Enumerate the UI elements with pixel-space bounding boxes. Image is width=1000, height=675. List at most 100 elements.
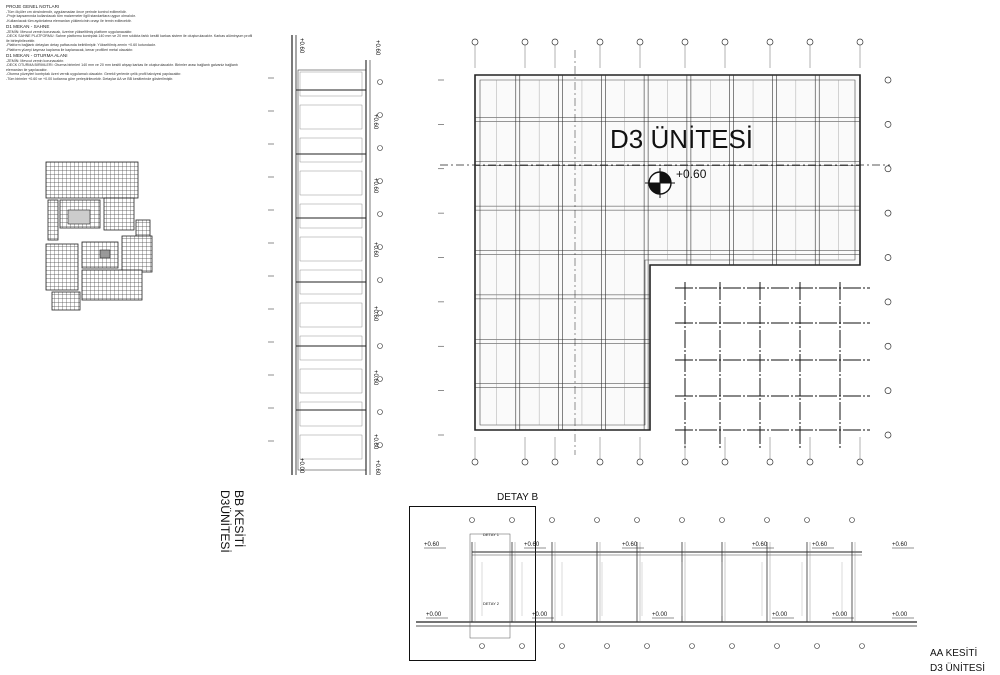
grid-bubble — [859, 643, 865, 649]
grid-bubble — [644, 643, 650, 649]
aa-level-low: +0.00 — [652, 612, 668, 618]
grid-bubble — [549, 517, 555, 523]
bb-level-label: +0.60 — [372, 434, 378, 450]
grid-bubble — [636, 458, 644, 466]
bb-frame-cell — [299, 236, 363, 262]
grid-bubble — [596, 38, 604, 46]
grid-bubble — [721, 38, 729, 46]
notes-line: -DECK OTURMA BİRİMLERİ: Oturma birimleri… — [6, 63, 238, 72]
aa-level-high: +0.60 — [424, 542, 440, 548]
grid-bubble — [471, 458, 479, 466]
section-bb-title: BB KESİTİ — [232, 490, 246, 548]
bb-frame-cell — [299, 335, 363, 361]
grid-bubble — [884, 209, 892, 217]
aa-level-high: +0.60 — [812, 542, 828, 548]
bb-frame-cell — [299, 434, 363, 460]
grid-bubble — [377, 409, 383, 415]
section-aa-subtitle: D3 ÜNİTESİ — [930, 663, 986, 674]
grid-bubble — [679, 517, 685, 523]
grid-bubble — [377, 79, 383, 85]
bb-level-label: +0.60 — [372, 242, 378, 258]
grid-bubble — [594, 517, 600, 523]
section-aa-title: AA KESİTİ — [930, 648, 978, 659]
grid-bubble — [766, 38, 774, 46]
grid-bubble — [856, 38, 864, 46]
grid-bubble — [471, 38, 479, 46]
grid-bubble — [604, 643, 610, 649]
bb-top-level: +0.60 — [374, 40, 380, 56]
bb-frame-cell — [299, 368, 363, 394]
notes-line: -Oturma yüzeyleri kontrplak üzeri vernik… — [6, 72, 182, 76]
grid-bubble — [806, 38, 814, 46]
grid-bubble — [479, 643, 485, 649]
grid-bubble — [551, 458, 559, 466]
notes-line: -Tüm ölçüler cm cinsindendir, uygulamada… — [6, 9, 127, 14]
grid-bubble — [551, 38, 559, 46]
grid-bubble — [884, 387, 892, 394]
aa-level-high: +0.60 — [752, 542, 768, 548]
grid-bubble — [806, 458, 814, 466]
bb-frame-cell — [299, 170, 363, 196]
bb-frame-cell — [299, 302, 363, 328]
grid-bubble — [377, 310, 383, 316]
bb-level-label: +0.60 — [374, 460, 380, 476]
notes-line: -Kullanılacak tüm aydınlatma elemanları … — [6, 18, 132, 23]
grid-bubble — [849, 517, 855, 523]
section-bb-drawing: +0.60 +0.60 +0.60 +0.60 +0.60 +0.60 +0.60 +0.60… — [268, 35, 383, 476]
level-marker-icon — [645, 168, 675, 198]
notes-line: -Platform yüzeyi kaymaz kaplama ile kapl… — [6, 47, 134, 52]
aa-level-high: +0.60 — [892, 542, 908, 548]
bb-level-label: +0.60 — [372, 178, 378, 194]
grid-bubble — [766, 458, 774, 466]
grid-bubble — [884, 298, 892, 306]
grid-bubble — [377, 211, 383, 217]
bb-level-label: +0.60 — [372, 306, 378, 322]
d3-unit-plan — [438, 38, 892, 466]
bb-level-label: +0.60 — [372, 370, 378, 386]
platform-inner-outline — [479, 79, 856, 426]
grid-bubble — [804, 517, 810, 523]
grid-bubble — [729, 643, 735, 649]
grid-bubble — [681, 458, 689, 466]
grid-bubble — [469, 517, 475, 523]
grid-bubble — [377, 376, 383, 382]
grid-bubble — [884, 254, 892, 261]
grid-bubble — [377, 442, 383, 448]
notes-section2-title: D1 MEKAN - OTURMA ALANI — [6, 53, 68, 58]
aa-level-high: +0.60 — [524, 542, 540, 548]
grid-bubble — [689, 643, 695, 649]
detail-tag-1: DETAY 1 — [483, 532, 500, 537]
aa-level-high: +0.60 — [622, 542, 638, 548]
grid-bubble — [377, 178, 383, 184]
notes-line: -DECK SAHNE PLATFORMU: Sahne platformu k… — [6, 34, 253, 43]
grid-bubble — [377, 145, 383, 151]
aa-level-low: +0.00 — [832, 612, 848, 618]
grid-bubble — [884, 165, 892, 173]
grid-bubble — [636, 38, 644, 46]
bb-frame-cell — [299, 71, 363, 97]
bb-top-level: +0.60 — [298, 38, 304, 54]
grid-bubble — [596, 458, 604, 466]
bb-bottom-level: +0.00 — [298, 458, 304, 474]
section-bb-subtitle: D3ÜNİTESİ — [218, 490, 232, 553]
bb-frame-cell — [299, 137, 363, 163]
grid-bubble — [377, 244, 383, 250]
grid-bubble — [521, 38, 529, 46]
notes-section1-title: D1 MEKAN - SAHNE — [6, 24, 50, 29]
detail-tag-2: DETAY 2 — [483, 601, 500, 606]
grid-bubble — [377, 343, 383, 349]
grid-bubble — [721, 458, 729, 466]
grid-bubble — [884, 342, 892, 350]
grid-bubble — [764, 517, 770, 523]
aa-level-low: +0.00 — [772, 612, 788, 618]
grid-bubble — [774, 643, 780, 649]
key-plan — [45, 161, 153, 311]
grid-bubble — [377, 277, 383, 283]
grid-bubble — [884, 76, 892, 84]
aa-level-low: +0.00 — [532, 612, 548, 618]
notes-line: -ZEMİN: Mevcut zemin korunacaktır. — [6, 58, 65, 63]
notes-line: -Proje kapsamında kullanılacak tüm malze… — [6, 14, 136, 18]
detail-b-frame — [409, 506, 536, 661]
aa-level-low: +0.00 — [426, 612, 442, 618]
